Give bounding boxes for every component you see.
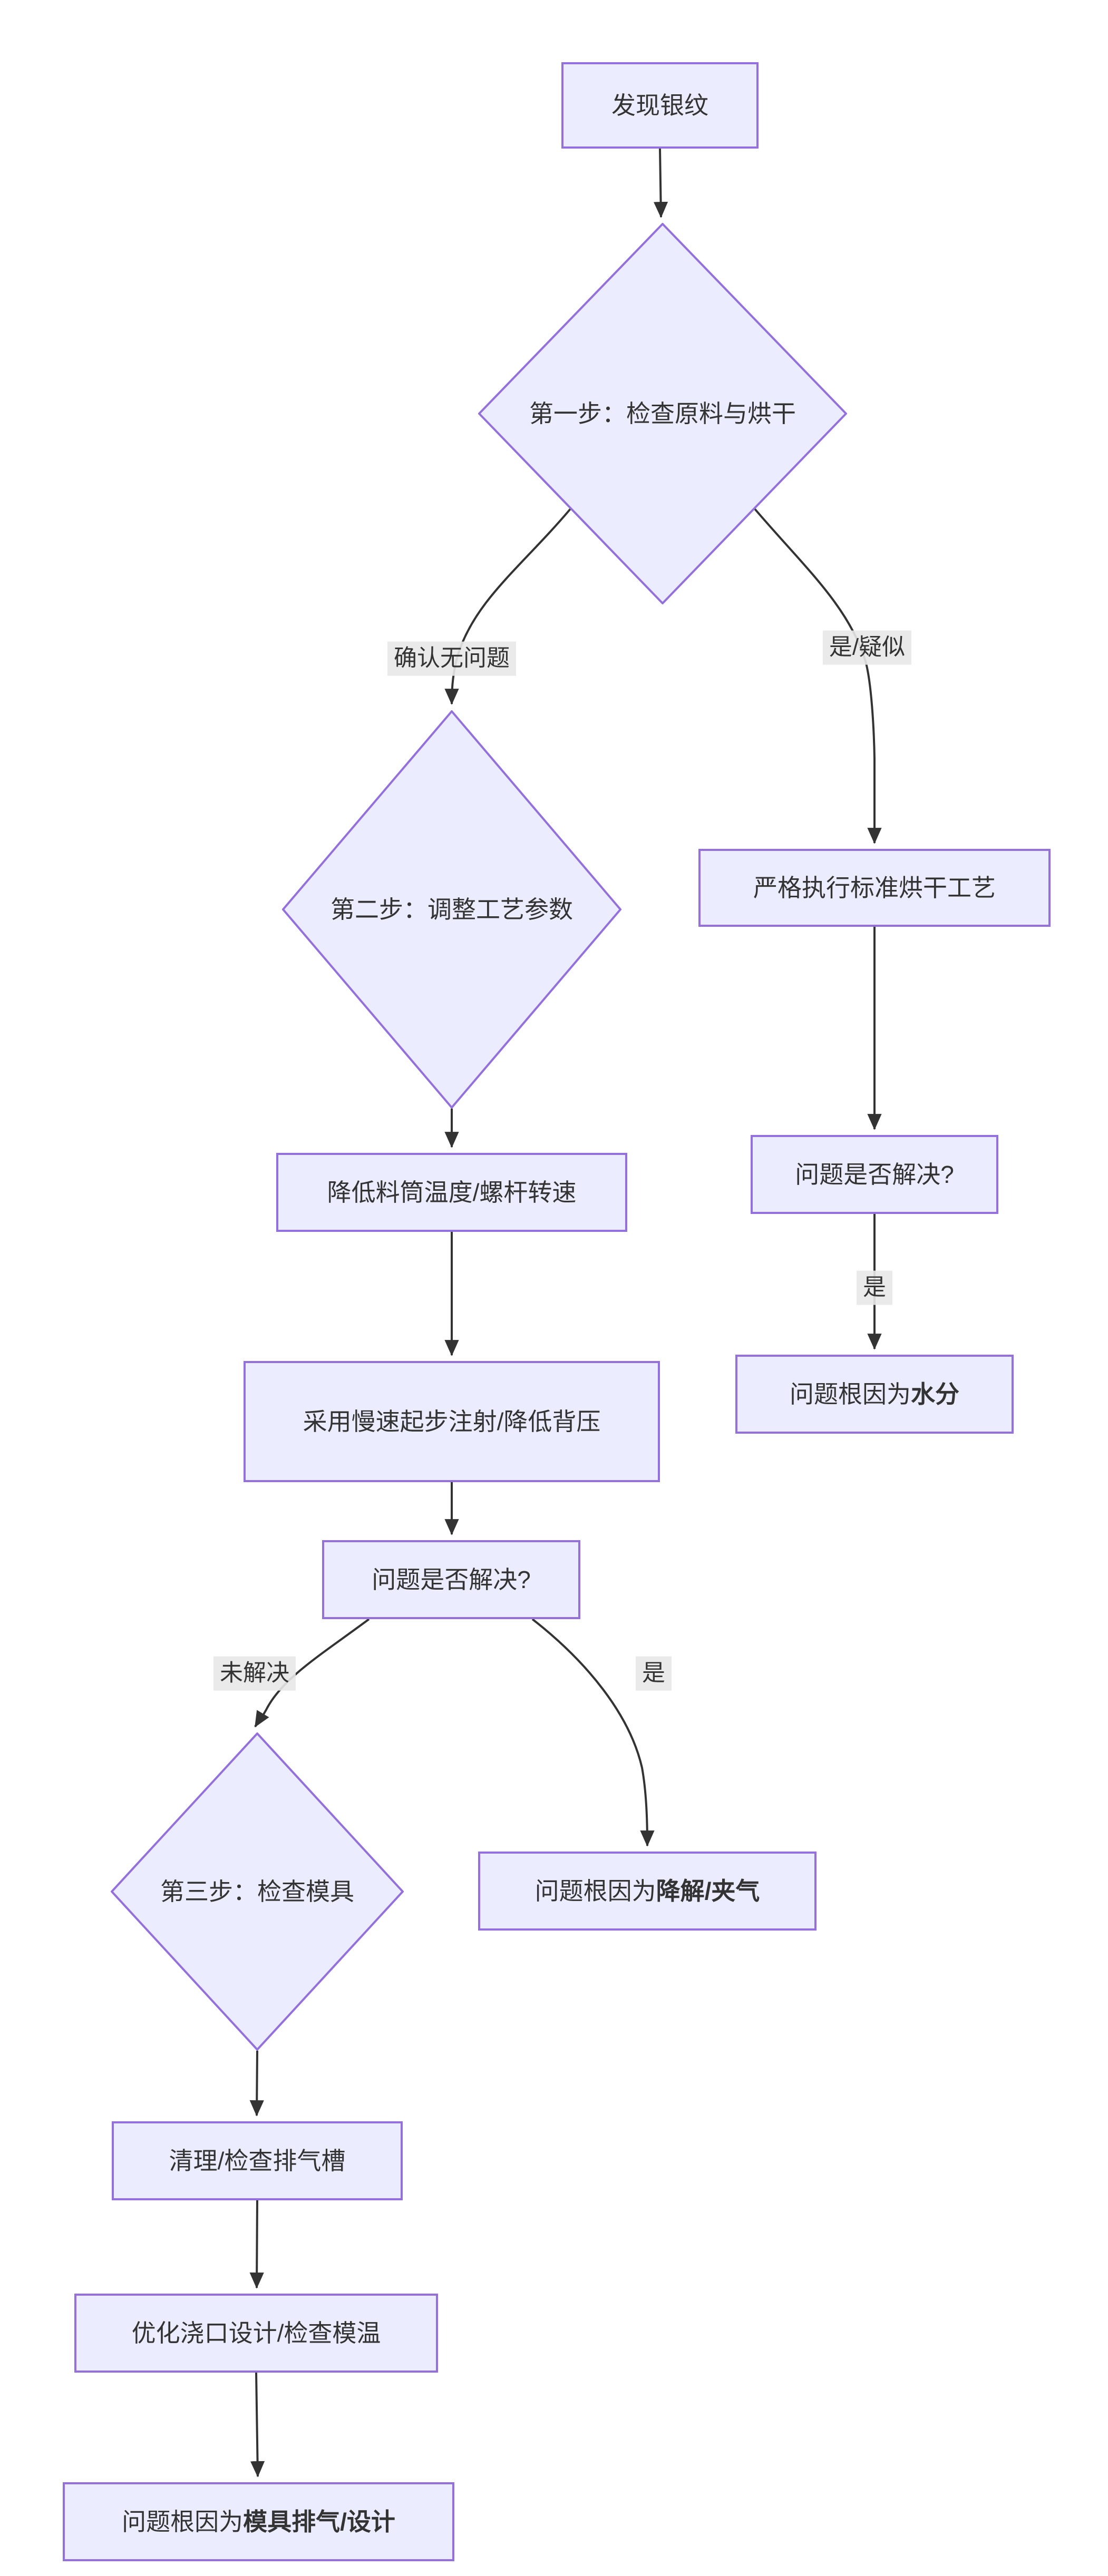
- node-lower-temp-label: 降低料筒温度/螺杆转速: [327, 1178, 577, 1206]
- decision-step2-shape: [282, 710, 621, 1109]
- edge-label-yes-right: 是: [857, 1270, 892, 1305]
- node-start-label: 发现银纹: [611, 91, 708, 119]
- decision-step3-label: 第三步：检查模具: [160, 1877, 354, 1905]
- node-start: 发现银纹: [561, 62, 759, 149]
- node-root-mold: 问题根因为模具排气/设计: [63, 2482, 454, 2561]
- node-solved-left: 问题是否解决?: [322, 1540, 580, 1619]
- node-solved-left-label: 问题是否解决?: [372, 1565, 531, 1593]
- decision-step1-shape: [478, 223, 847, 604]
- node-root-moisture: 问题根因为水分: [735, 1355, 1014, 1434]
- decision-step3-shape: [111, 1732, 404, 2051]
- node-root-moisture-label: 问题根因为水分: [784, 1378, 965, 1411]
- node-dry-process-label: 严格执行标准烘干工艺: [753, 874, 996, 902]
- edge-solved-left-to-root-degradation: [531, 1618, 655, 1847]
- root-degradation-prefix: 问题根因为: [534, 1877, 656, 1905]
- node-solved-right-label: 问题是否解决?: [795, 1160, 954, 1188]
- root-degradation-bold: 降解/夹气: [656, 1877, 760, 1905]
- edge-label-unresolved: 未解决: [213, 1656, 296, 1691]
- edge-optimize-gate-to-root-mold: [250, 2372, 265, 2477]
- root-mold-prefix: 问题根因为: [122, 2508, 244, 2535]
- node-optimize-gate-label: 优化浇口设计/检查模温: [131, 2319, 381, 2347]
- node-root-degradation-label: 问题根因为降解/夹气: [530, 1875, 765, 1907]
- decision-step1: 第一步：检查原料与烘干: [478, 223, 847, 604]
- node-root-mold-label: 问题根因为模具排气/设计: [116, 2505, 401, 2538]
- root-moisture-prefix: 问题根因为: [790, 1380, 911, 1408]
- node-clean-vents-label: 清理/检查排气槽: [169, 2147, 346, 2175]
- node-solved-right: 问题是否解决?: [751, 1135, 998, 1214]
- decision-step3: 第三步：检查模具: [111, 1732, 404, 2051]
- node-slow-injection: 采用慢速起步注射/降低背压: [244, 1361, 660, 1482]
- node-lower-temp: 降低料筒温度/螺杆转速: [276, 1153, 627, 1232]
- root-moisture-bold: 水分: [911, 1380, 959, 1408]
- decision-step2-label: 第二步：调整工艺参数: [331, 895, 573, 923]
- root-mold-bold: 模具排气/设计: [243, 2508, 395, 2535]
- node-root-degradation: 问题根因为降解/夹气: [478, 1852, 817, 1931]
- edge-label-confirmed-no-problem: 确认无问题: [387, 641, 516, 676]
- edge-label-yes-left: 是: [636, 1656, 672, 1691]
- edge-label-yes-suspected: 是/疑似: [822, 630, 912, 665]
- node-optimize-gate: 优化浇口设计/检查模温: [74, 2294, 438, 2373]
- node-clean-vents: 清理/检查排气槽: [112, 2121, 403, 2200]
- decision-step1-label: 第一步：检查原料与烘干: [529, 399, 796, 427]
- edge-start-to-step1: [653, 148, 668, 218]
- decision-step2: 第二步：调整工艺参数: [282, 710, 621, 1109]
- node-slow-injection-label: 采用慢速起步注射/降低背压: [303, 1407, 601, 1435]
- node-dry-process: 严格执行标准烘干工艺: [698, 849, 1051, 927]
